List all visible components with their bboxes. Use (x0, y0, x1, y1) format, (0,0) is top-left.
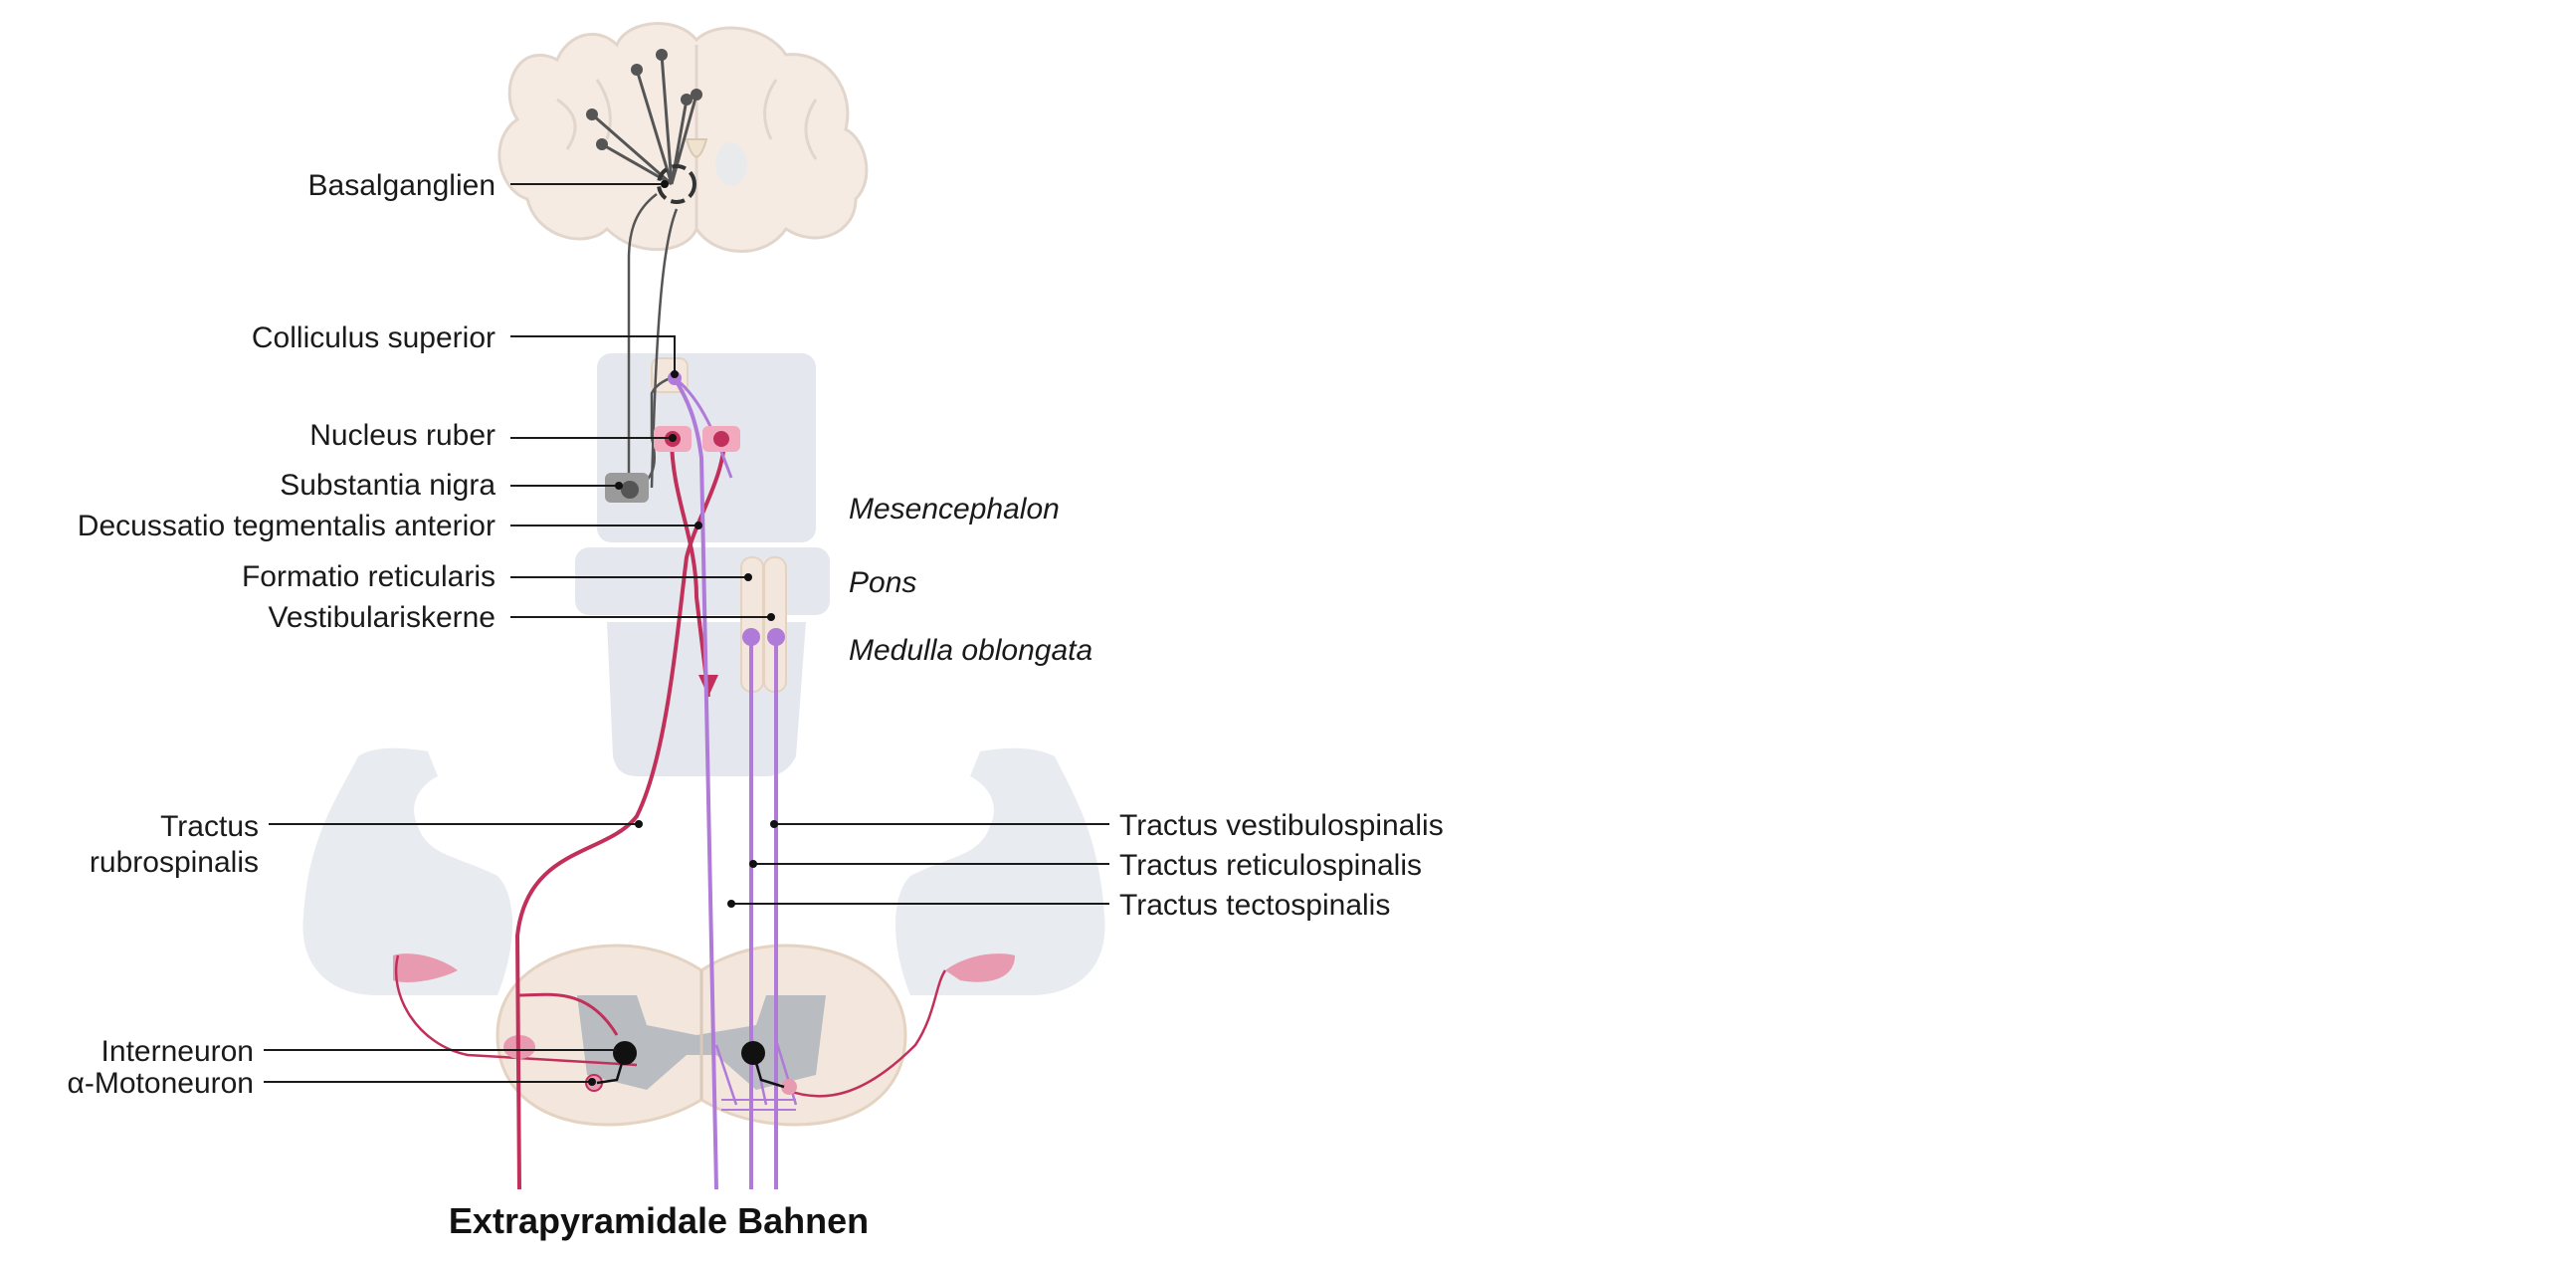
label-interneuron: Interneuron (101, 1035, 254, 1068)
label-tractus-rubrospinalis-line2: rubrospinalis (90, 846, 259, 879)
region-medulla-oblongata: Medulla oblongata (849, 634, 1092, 667)
label-tractus-reticulospinalis: Tractus reticulospinalis (1119, 849, 1422, 882)
label-tractus-vestibulospinalis: Tractus vestibulospinalis (1119, 809, 1444, 842)
label-tractus-tectospinalis: Tractus tectospinalis (1119, 889, 1390, 922)
label-formatio-reticularis: Formatio reticularis (242, 560, 495, 593)
label-vestibulariskerne: Vestibulariskerne (269, 601, 495, 634)
diagram-title: Extrapyramidale Bahnen (449, 1200, 869, 1241)
region-pons: Pons (849, 566, 916, 599)
label-basalganglien: Basalganglien (308, 169, 495, 202)
arms-silhouette (302, 747, 1105, 995)
label-tractus-rubrospinalis-line1: Tractus (160, 810, 259, 843)
label-alpha-motoneuron: α-Motoneuron (68, 1067, 254, 1100)
region-mesencephalon: Mesencephalon (849, 493, 1060, 526)
label-decussatio: Decussatio tegmentalis anterior (78, 510, 495, 542)
label-colliculus-superior: Colliculus superior (252, 321, 495, 354)
basal-ganglia-neurons (586, 49, 702, 204)
leader-lines (264, 180, 1109, 1086)
brain-section (497, 22, 869, 253)
label-nucleus-ruber: Nucleus ruber (309, 419, 495, 452)
nuclei (585, 371, 797, 1095)
label-substantia-nigra: Substantia nigra (280, 469, 495, 502)
